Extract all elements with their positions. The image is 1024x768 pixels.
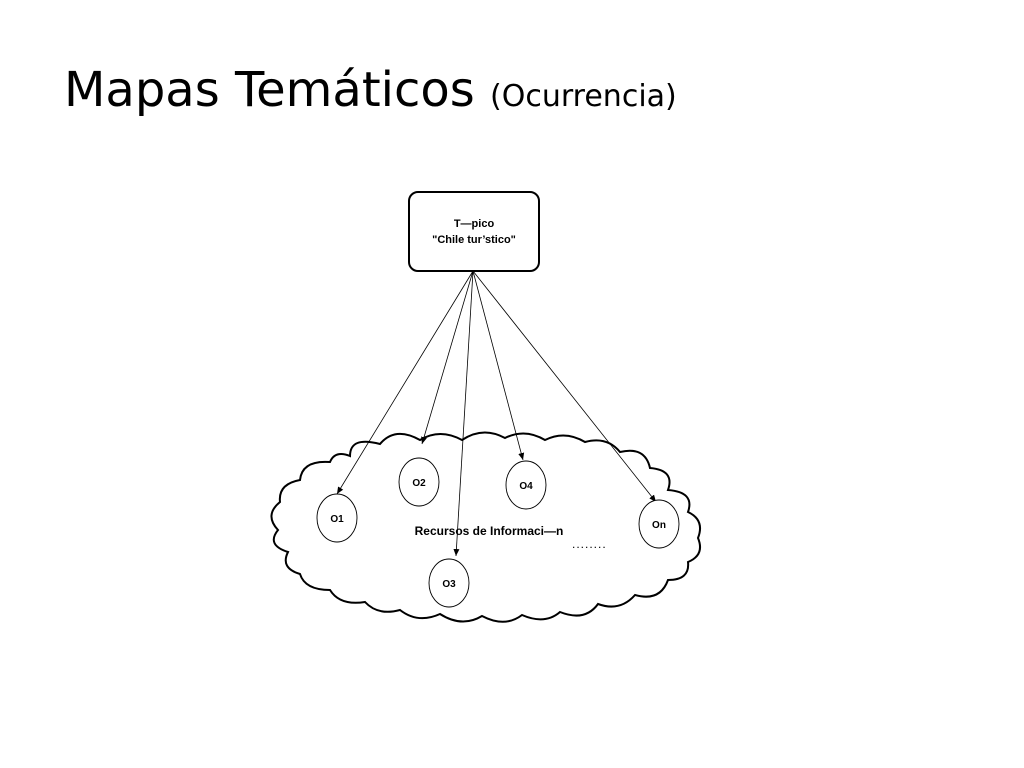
occurrence-label: O3: [442, 579, 456, 590]
title-subtitle: (Ocurrencia): [490, 79, 677, 114]
occurrence-node: On: [638, 499, 680, 549]
occurrence-label: O1: [330, 514, 344, 525]
cloud-label: Recursos de Informaci—n: [415, 524, 564, 538]
information-resources-cloud: [270, 431, 701, 623]
arrow-o3: [453, 270, 474, 557]
arrow-o4: [472, 270, 525, 461]
occurrence-arrows: [336, 270, 657, 557]
occurrence-label: O4: [519, 481, 533, 492]
occurrence-node: O4: [505, 460, 547, 510]
arrow-o1: [336, 270, 474, 495]
slide-title: Mapas Temáticos (Ocurrencia): [64, 58, 677, 129]
occurrence-node: O2: [398, 457, 440, 507]
title-main: Mapas Temáticos: [64, 62, 475, 118]
occurrence-label: On: [652, 520, 666, 531]
topic-label-line2: "Chile tur’stico": [432, 234, 516, 246]
occurrence-node: O3: [428, 558, 470, 608]
continuation-ellipsis: ........: [572, 537, 607, 551]
arrow-on: [472, 270, 657, 503]
occurrence-node: O1: [316, 493, 358, 543]
arrow-o2: [421, 270, 474, 445]
topic-label-line1: T—pico: [454, 218, 495, 230]
topic-node: T—pico "Chile tur’stico": [408, 191, 540, 272]
occurrence-label: O2: [412, 478, 426, 489]
